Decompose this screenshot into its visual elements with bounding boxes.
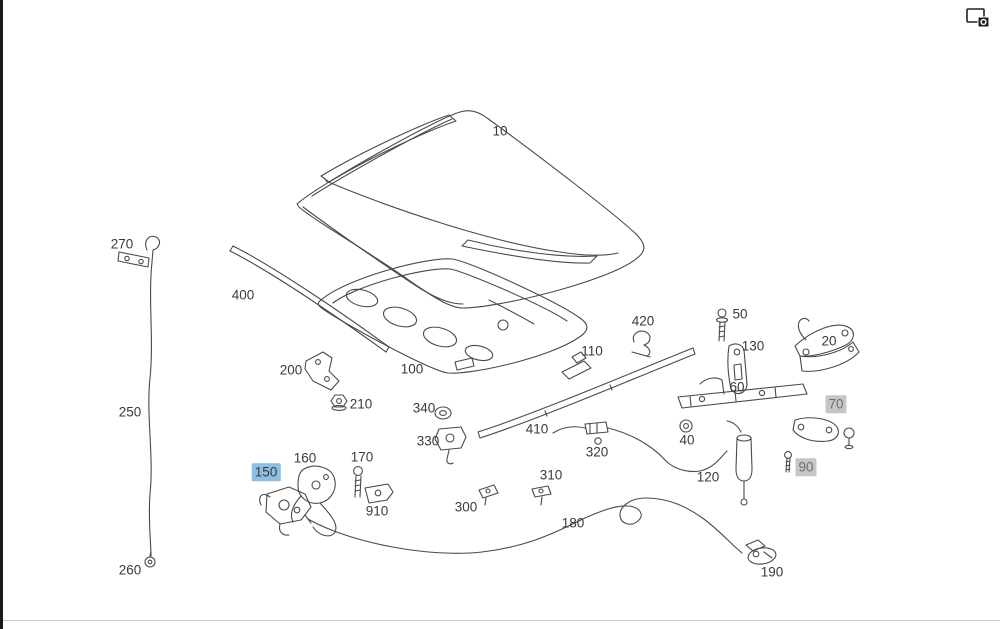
part-label-210[interactable]: 210 <box>349 396 373 412</box>
part-label-250[interactable]: 250 <box>118 404 142 420</box>
part-200-bracket[interactable] <box>304 351 340 391</box>
part-label-170[interactable]: 170 <box>350 449 374 465</box>
part-150-hood-lock[interactable] <box>259 486 312 536</box>
part-label-60[interactable]: 60 <box>729 379 745 395</box>
screen-export-icon <box>966 8 990 28</box>
part-label-10[interactable]: 10 <box>492 123 508 139</box>
part-50-bolt[interactable] <box>715 308 729 342</box>
part-label-310[interactable]: 310 <box>539 467 563 483</box>
part-330-lock-barrel[interactable] <box>434 426 467 465</box>
part-310-cable-clip[interactable] <box>531 485 552 506</box>
bottom-divider <box>3 620 1000 621</box>
part-340-grommet[interactable] <box>434 406 452 420</box>
part-910-striker-bracket[interactable] <box>364 483 394 504</box>
part-label-270[interactable]: 270 <box>110 236 134 252</box>
part-270-catch-bracket[interactable] <box>117 235 161 268</box>
part-label-100[interactable]: 100 <box>400 361 424 377</box>
part-70-stop-buffer[interactable] <box>792 417 855 450</box>
part-label-910[interactable]: 910 <box>365 503 389 519</box>
part-300-cable-clip[interactable] <box>478 484 499 506</box>
part-label-340[interactable]: 340 <box>412 400 436 416</box>
part-label-150[interactable]: 150 <box>251 463 281 481</box>
part-label-410[interactable]: 410 <box>525 421 549 437</box>
part-420-clip[interactable] <box>631 330 651 358</box>
part-label-160[interactable]: 160 <box>293 450 317 466</box>
part-label-50[interactable]: 50 <box>732 306 748 322</box>
part-190-release-handle[interactable] <box>745 539 777 566</box>
part-label-130[interactable]: 130 <box>741 338 765 354</box>
part-label-320[interactable]: 320 <box>585 444 609 460</box>
part-20-hinge[interactable] <box>794 317 860 372</box>
part-label-200[interactable]: 200 <box>279 362 303 378</box>
part-110-clip[interactable] <box>561 351 592 380</box>
part-label-120[interactable]: 120 <box>696 469 720 485</box>
part-120-release-cylinder[interactable] <box>726 420 753 506</box>
left-edge-bar <box>0 0 3 629</box>
part-label-330[interactable]: 330 <box>416 433 440 449</box>
part-label-70[interactable]: 70 <box>825 395 847 413</box>
part-label-40[interactable]: 40 <box>679 432 695 448</box>
part-210-nut[interactable] <box>330 394 348 411</box>
part-320-cable-connector[interactable] <box>552 421 728 473</box>
part-label-180[interactable]: 180 <box>561 515 585 531</box>
part-130-bracket[interactable] <box>727 343 748 395</box>
screen-export-button[interactable] <box>965 7 991 29</box>
part-10-hood-outer-panel[interactable] <box>296 110 645 309</box>
part-label-110[interactable]: 110 <box>581 343 603 359</box>
part-160-safety-catch[interactable] <box>290 465 337 537</box>
part-label-20[interactable]: 20 <box>821 333 837 349</box>
part-label-300[interactable]: 300 <box>454 499 478 515</box>
part-label-90[interactable]: 90 <box>795 458 817 476</box>
part-250-support-rod[interactable] <box>148 261 153 557</box>
part-260-rod-clip[interactable] <box>144 550 156 568</box>
part-180-release-cable[interactable] <box>304 497 743 554</box>
part-60-lock-carrier[interactable] <box>677 377 808 409</box>
part-label-420[interactable]: 420 <box>631 313 655 329</box>
part-400-seal-strip[interactable] <box>229 245 390 353</box>
part-label-260[interactable]: 260 <box>118 562 142 578</box>
part-90-bolt[interactable] <box>784 451 792 473</box>
part-170-bolt[interactable] <box>353 466 363 498</box>
part-40-washer[interactable] <box>679 419 693 433</box>
part-label-400[interactable]: 400 <box>231 287 255 303</box>
part-410-trim-strip[interactable] <box>477 347 696 439</box>
part-label-190[interactable]: 190 <box>760 564 784 580</box>
